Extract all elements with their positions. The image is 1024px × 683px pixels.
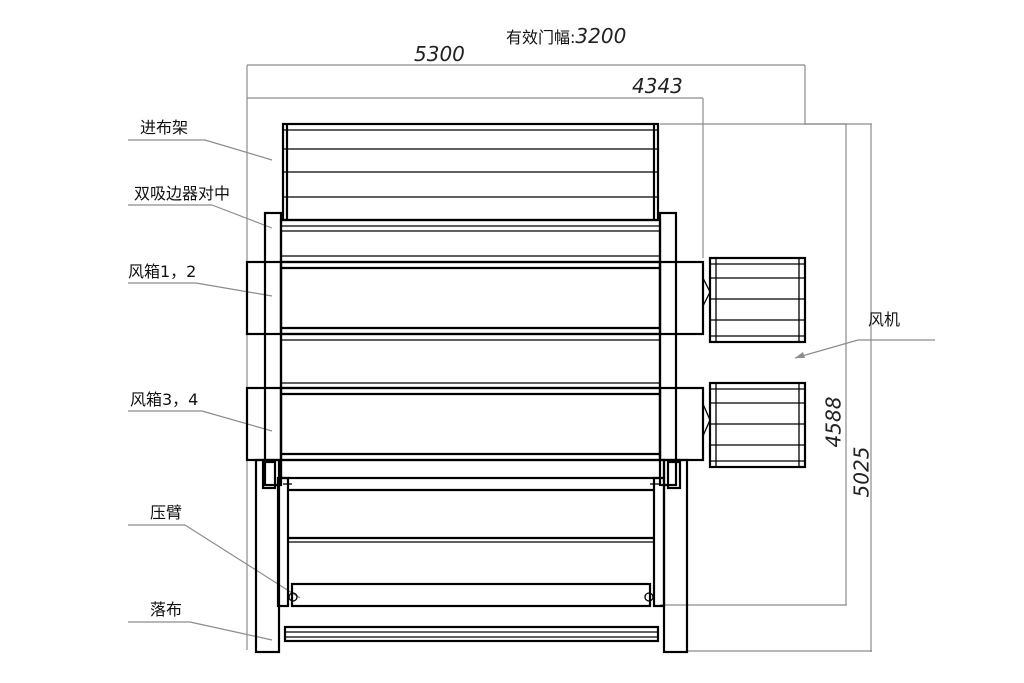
label-air-box-1-2: 风箱1，2 (128, 262, 197, 281)
dim-height-inner: 4588 (821, 396, 846, 448)
effective-width-value: 3200 (575, 24, 627, 48)
effective-width-title: 有效门幅:3200 (506, 26, 626, 46)
dim-inner-width: 4343 (632, 74, 683, 98)
edge-aligner (279, 218, 662, 264)
air-box-1-2 (245, 260, 705, 336)
effective-width-label: 有效门幅: (506, 28, 576, 47)
fan-upper (702, 256, 807, 344)
fan-lower (702, 381, 807, 469)
label-cloth-drop: 落布 (150, 600, 183, 619)
label-press-arm: 压臂 (150, 503, 183, 522)
label-feed-rack: 进布架 (140, 118, 189, 137)
dim-height-overall: 5025 (849, 446, 874, 498)
leader-lines (128, 139, 935, 641)
cloth-drop (283, 625, 660, 643)
middle-band (279, 332, 662, 390)
dim-overall-width: 5300 (414, 42, 465, 66)
dimension-lines (246, 64, 872, 652)
label-fan: 风机 (868, 310, 901, 329)
label-air-box-3-4: 风箱3，4 (130, 390, 199, 409)
right-frame-post (658, 211, 678, 487)
left-frame-post (263, 211, 283, 487)
label-edge-aligner: 双吸边器对中 (134, 184, 231, 203)
air-box-3-4 (245, 386, 705, 462)
press-arm (261, 458, 682, 608)
machine-body (245, 122, 807, 654)
feed-rack (281, 122, 660, 222)
